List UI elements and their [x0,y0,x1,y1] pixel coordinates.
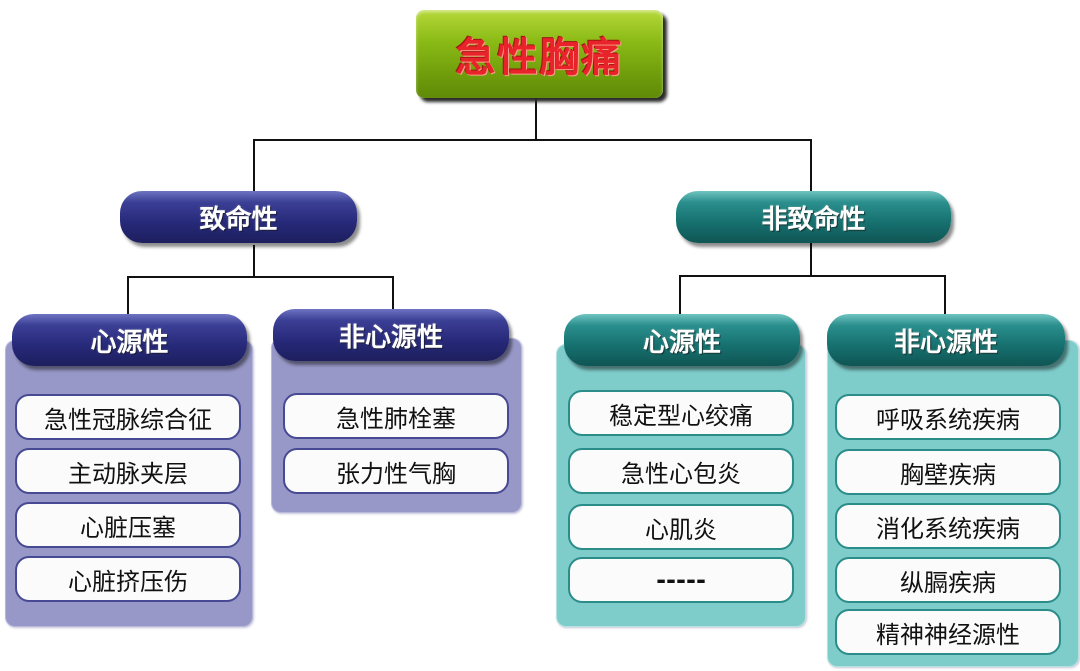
connector-fatal-down [253,245,255,277]
item-label: ----- [656,566,706,594]
item-pulmonary-embolism[interactable]: 急性肺栓塞 [283,393,509,439]
connector-fatal-cardiac [127,276,129,314]
item-label: 张力性气胸 [336,459,456,488]
connector-root-down [535,98,537,140]
node-nonfatal-cardiac[interactable]: 心源性 [564,314,800,366]
item-label: 消化系统疾病 [876,514,1020,543]
item-ellipsis[interactable]: ----- [568,557,794,603]
item-label: 主动脉夹层 [68,459,188,488]
item-respiratory-disease[interactable]: 呼吸系统疾病 [835,394,1061,440]
connector-to-fatal [253,139,255,191]
connector-nonfatal-horizontal [679,275,946,277]
item-label: 纵膈疾病 [900,568,996,597]
node-nonfatal-label: 非致命性 [761,204,866,235]
item-label: 精神神经源性 [876,620,1020,649]
item-stable-angina[interactable]: 稳定型心绞痛 [568,390,794,436]
item-label: 心脏压塞 [80,513,176,542]
item-myocarditis[interactable]: 心肌炎 [568,504,794,550]
node-fatal[interactable]: 致命性 [120,191,357,243]
node-fatal-cardiac-label: 心源性 [90,327,169,358]
item-aortic-dissection[interactable]: 主动脉夹层 [15,448,241,494]
item-label: 心脏挤压伤 [68,567,188,596]
item-psychoneurogenic[interactable]: 精神神经源性 [835,609,1061,655]
connector-to-nonfatal [810,139,812,191]
item-label: 心肌炎 [645,515,717,544]
connector-fatal-horizontal [127,276,394,278]
item-acute-coronary-syndrome[interactable]: 急性冠脉综合征 [15,394,241,440]
item-cardiac-crush-injury[interactable]: 心脏挤压伤 [15,556,241,602]
item-label: 急性冠脉综合征 [44,405,212,434]
item-acute-pericarditis[interactable]: 急性心包炎 [568,448,794,494]
root-node[interactable]: 急性胸痛 [416,10,663,98]
connector-nonfatal-cardiac [679,275,681,315]
connector-fatal-noncardiac [392,276,394,310]
node-fatal-label: 致命性 [199,204,278,235]
connector-level1-horizontal [253,139,812,141]
node-nonfatal[interactable]: 非致命性 [676,191,951,243]
item-label: 呼吸系统疾病 [876,405,1020,434]
item-label: 稳定型心绞痛 [609,401,753,430]
node-fatal-noncardiac-label: 非心源性 [338,322,443,353]
item-tension-pneumothorax[interactable]: 张力性气胸 [283,448,509,494]
item-label: 胸壁疾病 [900,460,996,489]
item-mediastinal-disease[interactable]: 纵膈疾病 [835,557,1061,603]
node-fatal-cardiac[interactable]: 心源性 [12,314,247,366]
item-label: 急性心包炎 [621,459,741,488]
node-nonfatal-noncardiac-label: 非心源性 [893,327,998,358]
connector-nonfatal-noncardiac [944,275,946,315]
connector-nonfatal-down [810,243,812,276]
item-cardiac-tamponade[interactable]: 心脏压塞 [15,502,241,548]
item-digestive-disease[interactable]: 消化系统疾病 [835,503,1061,549]
node-fatal-noncardiac[interactable]: 非心源性 [273,309,509,361]
root-label: 急性胸痛 [455,35,624,81]
item-label: 急性肺栓塞 [336,404,456,433]
node-nonfatal-cardiac-label: 心源性 [642,327,721,358]
node-nonfatal-noncardiac[interactable]: 非心源性 [827,314,1065,366]
item-chest-wall-disease[interactable]: 胸壁疾病 [835,449,1061,495]
